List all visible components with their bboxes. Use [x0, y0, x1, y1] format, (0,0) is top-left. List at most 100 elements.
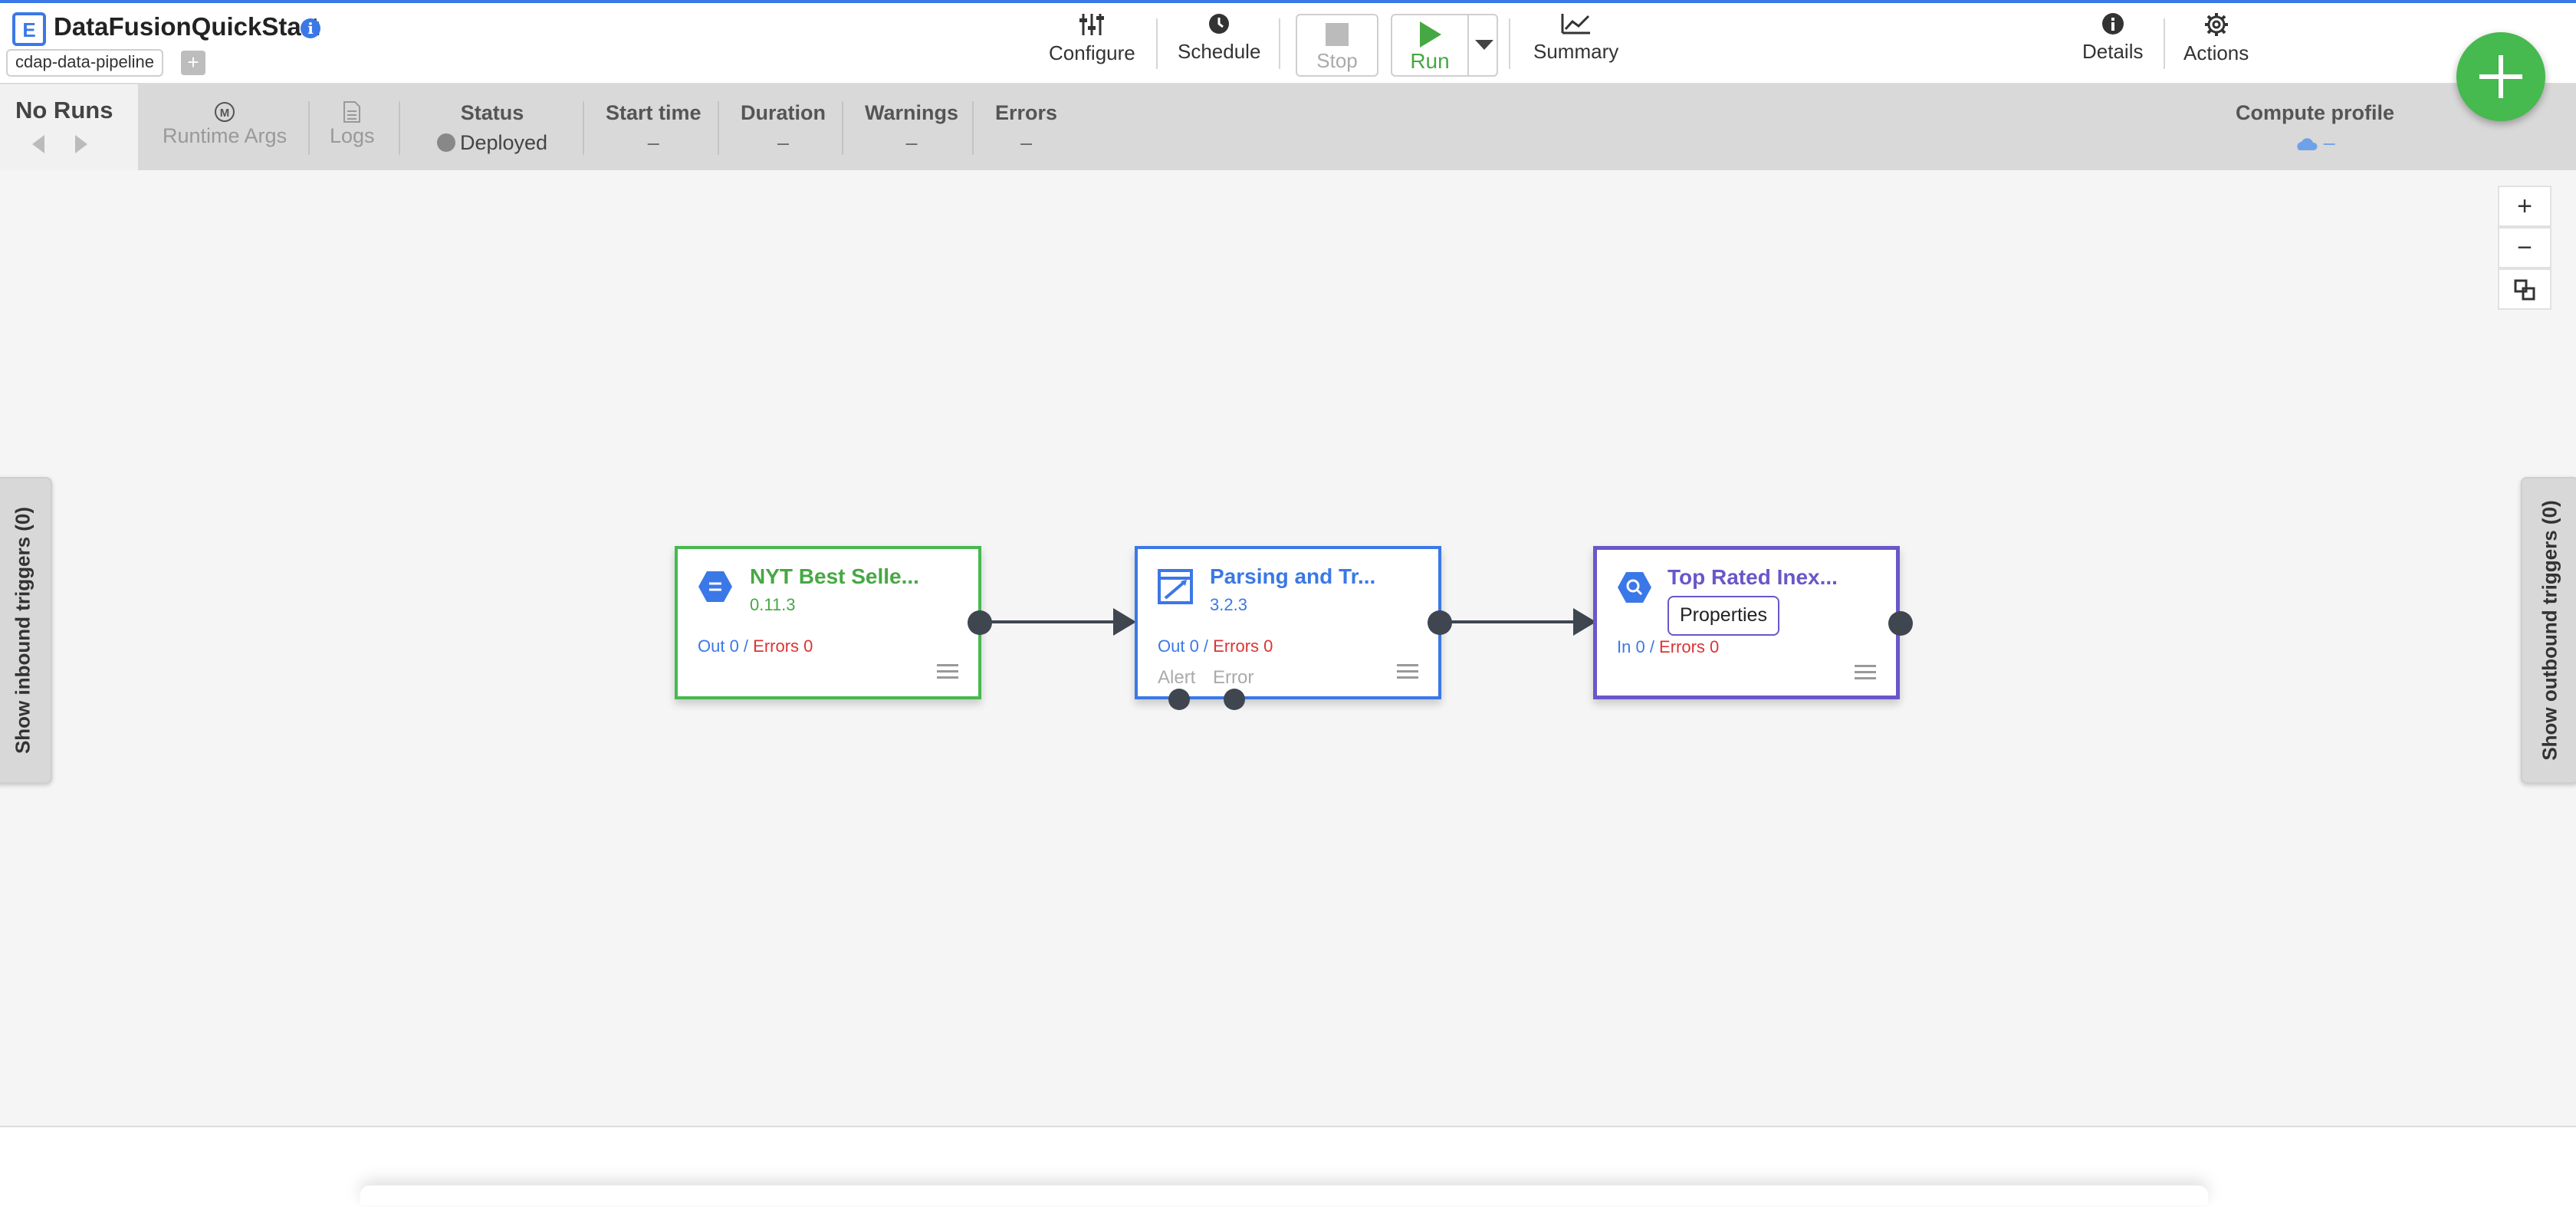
details-icon: [2101, 13, 2124, 35]
stop-button[interactable]: Stop: [1296, 14, 1378, 77]
add-entity-button[interactable]: [2456, 32, 2545, 121]
stop-icon: [1326, 23, 1349, 46]
node-metrics: Out 0 / Errors 0: [1158, 636, 1273, 656]
start-time-field: Start time –: [606, 101, 702, 155]
warnings-value: –: [905, 131, 918, 154]
error-count: Errors 0: [753, 636, 813, 656]
actions-button[interactable]: Actions: [2183, 12, 2249, 65]
fit-to-screen-button[interactable]: [2498, 268, 2551, 310]
configure-button[interactable]: Configure: [1049, 12, 1135, 65]
node-menu-icon[interactable]: [937, 664, 958, 679]
compute-profile-header: Compute profile: [2236, 101, 2394, 124]
next-run-icon[interactable]: [74, 135, 87, 153]
warnings-header: Warnings: [865, 101, 959, 124]
sink-plugin-icon: [1618, 572, 1651, 603]
output-port[interactable]: [1888, 611, 1913, 636]
zoom-in-button[interactable]: +: [2498, 186, 2551, 227]
warnings-field: Warnings –: [865, 101, 958, 155]
node-menu-icon[interactable]: [1855, 665, 1876, 680]
compute-profile-value: –: [2323, 131, 2335, 154]
inbound-triggers-label: Show inbound triggers (0): [11, 506, 34, 755]
outbound-triggers-tab[interactable]: Show outbound triggers (0): [2521, 477, 2576, 784]
compute-profile-field[interactable]: Compute profile –: [2236, 101, 2394, 155]
out-count: Out 0: [698, 636, 739, 656]
summary-label: Summary: [1533, 40, 1619, 63]
compute-profile-value-row: –: [2236, 131, 2394, 155]
stop-label: Stop: [1316, 49, 1358, 72]
summary-icon: [1561, 14, 1590, 35]
node-name: NYT Best Selle...: [750, 564, 919, 588]
node-menu-icon[interactable]: [1397, 664, 1418, 679]
run-button-group: Run: [1391, 14, 1498, 77]
app-logo-icon: E: [12, 12, 46, 46]
duration-value: –: [777, 131, 790, 154]
error-port[interactable]: [1224, 689, 1245, 710]
status-field: Status Deployed: [437, 101, 547, 155]
svg-text:M: M: [220, 107, 230, 120]
divider: [718, 101, 719, 155]
node-name: Parsing and Tr...: [1210, 564, 1376, 588]
properties-button[interactable]: Properties: [1668, 596, 1779, 636]
gear-icon: [2204, 13, 2228, 36]
no-runs-label: No Runs: [15, 97, 113, 123]
run-selector: No Runs: [0, 84, 138, 170]
errors-field: Errors –: [995, 101, 1057, 155]
status-value-row: Deployed: [437, 131, 547, 155]
runtime-args-button[interactable]: M Runtime Args: [163, 101, 287, 148]
add-tag-button[interactable]: +: [181, 51, 205, 75]
alert-port-label: Alert: [1158, 667, 1196, 688]
run-button[interactable]: Run: [1392, 15, 1467, 75]
outbound-triggers-label: Show outbound triggers (0): [2538, 500, 2561, 761]
divider: [583, 101, 584, 155]
in-count: In 0: [1617, 637, 1645, 656]
pipeline-title: DataFusionQuickStart: [54, 12, 320, 41]
schedule-button[interactable]: Schedule: [1178, 12, 1260, 64]
status-dot: [437, 133, 455, 152]
divider: [308, 101, 310, 155]
logs-button[interactable]: Logs: [330, 101, 375, 148]
previous-run-icon[interactable]: [32, 135, 46, 153]
start-time-header: Start time: [606, 101, 702, 124]
divider: [2164, 18, 2165, 69]
summary-button[interactable]: Summary: [1533, 12, 1618, 64]
divider: [1509, 18, 1510, 69]
run-icon: [1420, 21, 1441, 48]
pipeline-node-sink[interactable]: Top Rated Inex... Properties In 0 / Erro…: [1593, 546, 1913, 699]
details-button[interactable]: Details: [2082, 12, 2143, 64]
status-value: Deployed: [460, 131, 548, 154]
schedule-icon: [1209, 14, 1230, 34]
configure-label: Configure: [1049, 41, 1135, 64]
alert-port[interactable]: [1168, 689, 1190, 710]
pipeline-canvas[interactable]: + − Show inbound triggers (0) Show outbo…: [0, 170, 2576, 1126]
edge-transform-to-sink: [1449, 620, 1579, 623]
source-plugin-icon: [698, 571, 732, 602]
log-icon: [343, 101, 361, 123]
edge-source-to-transform: [989, 620, 1119, 623]
arrow-head: [1113, 608, 1136, 636]
divider: [1156, 18, 1158, 69]
schedule-label: Schedule: [1178, 40, 1261, 63]
node-name: Top Rated Inex...: [1668, 565, 1838, 589]
divider: [972, 101, 974, 155]
error-count: Errors 0: [1659, 637, 1720, 656]
namespace-badge: cdap-data-pipeline: [6, 49, 164, 77]
node-version: 3.2.3: [1210, 595, 1247, 614]
svg-text:E: E: [22, 18, 35, 41]
zoom-out-button[interactable]: −: [2498, 227, 2551, 268]
node-metrics: Out 0 / Errors 0: [698, 636, 813, 656]
inbound-triggers-tab[interactable]: Show inbound triggers (0): [0, 477, 52, 784]
fit-screen-icon: [2514, 279, 2535, 301]
errors-value: –: [1020, 131, 1033, 154]
pipeline-node-source[interactable]: NYT Best Selle... 0.11.3 Out 0 / Errors …: [675, 546, 992, 699]
bottom-drawer[interactable]: [360, 1186, 2208, 1205]
cloud-icon: [2297, 138, 2318, 150]
pipeline-node-transform[interactable]: Parsing and Tr... 3.2.3 Out 0 / Errors 0…: [1135, 546, 1452, 710]
output-port[interactable]: [968, 610, 992, 635]
plus-icon: [2479, 55, 2522, 98]
run-info-bar: No Runs M Runtime Args Logs Status Deplo…: [0, 84, 2576, 170]
error-port-label: Error: [1213, 667, 1254, 688]
run-options-button[interactable]: [1467, 15, 1500, 75]
status-header: Status: [460, 101, 524, 124]
info-icon[interactable]: i: [301, 18, 320, 38]
output-port[interactable]: [1428, 610, 1452, 635]
